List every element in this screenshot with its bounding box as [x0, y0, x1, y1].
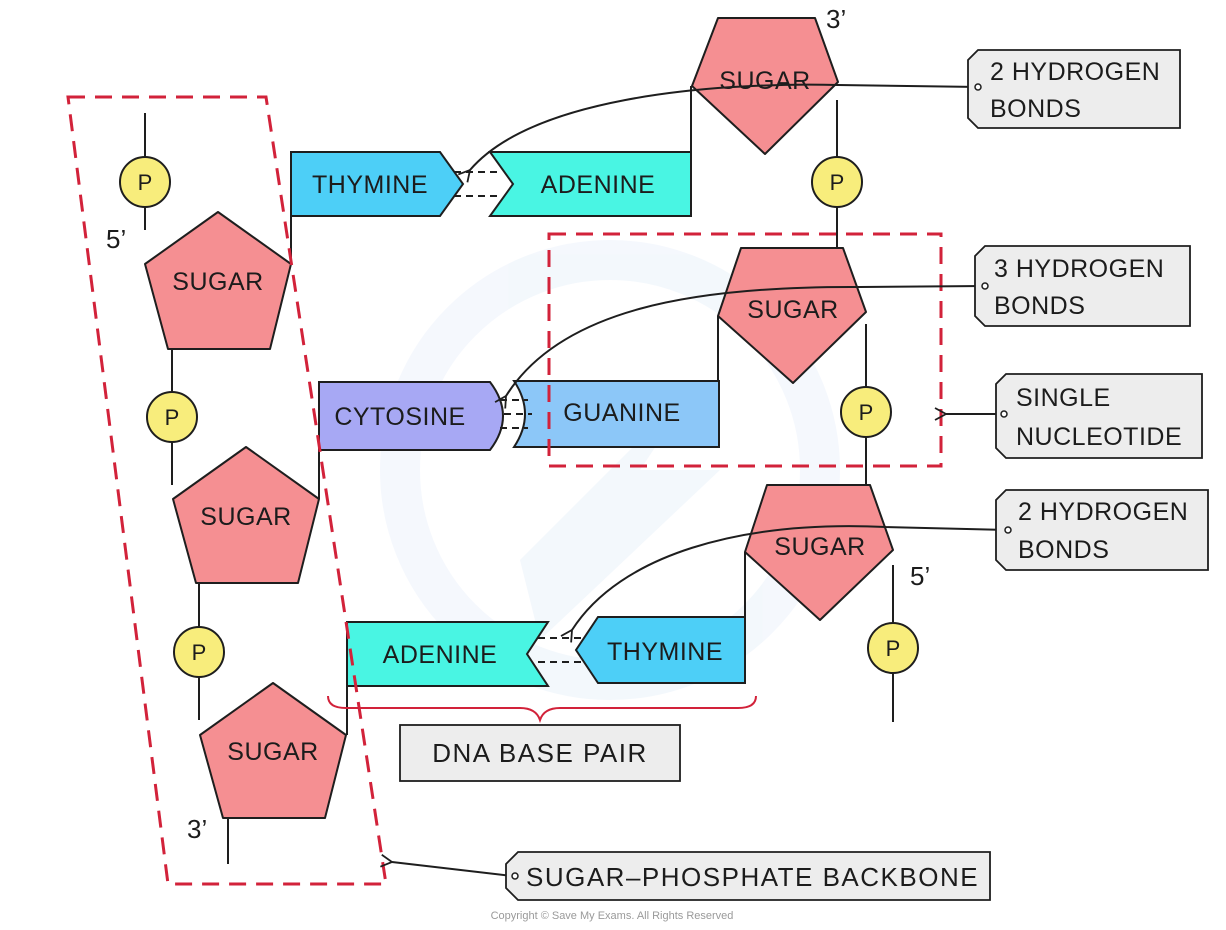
sugar-phosphate-backbone-label: SUGAR–PHOSPHATE BACKBONE — [526, 862, 979, 892]
copyright-notice: Copyright © Save My Exams. All Rights Re… — [491, 910, 734, 922]
thymine-base — [290, 151, 465, 217]
bonds-arrow — [560, 525, 1009, 643]
adenine-base — [488, 151, 692, 217]
sugar-label: SUGAR — [172, 268, 263, 296]
phosphate-group: P — [146, 391, 198, 443]
phosphate-group: P — [840, 386, 892, 438]
dna-base-pair-tag: DNA BASE PAIR — [399, 724, 681, 782]
hydrogen-bonds-line1: 2 HYDROGEN — [1018, 498, 1188, 526]
adenine-label: ADENINE — [383, 641, 498, 669]
adenine-label: ADENINE — [541, 171, 656, 199]
base-pair-thymine-adenine: THYMINE ADENINE — [290, 86, 692, 264]
nucleotide-highlight-frame — [547, 232, 943, 468]
base-pair-cytosine-guanine: CYTOSINE GUANINE — [318, 316, 720, 499]
hydrogen-bonds-tag: 2 HYDROGEN BONDS — [967, 49, 1181, 129]
sugar-pentagon: SUGAR — [744, 484, 894, 621]
phosphate-label: P — [138, 170, 153, 195]
hydrogen-bonds-line2: BONDS — [1018, 536, 1109, 564]
sugar-label: SUGAR — [227, 738, 318, 766]
base-pair-adenine-thymine: ADENINE THYMINE — [346, 552, 746, 735]
hydrogen-bonds-tag: 2 HYDROGEN BONDS — [995, 489, 1209, 571]
phosphate-label: P — [165, 405, 180, 430]
thymine-label: THYMINE — [607, 638, 723, 666]
hydrogen-bonds-line2: BONDS — [990, 95, 1081, 123]
single-nucleotide-line1: SINGLE — [1016, 384, 1111, 412]
sugar-label: SUGAR — [747, 296, 838, 324]
cytosine-base — [318, 381, 504, 451]
thymine-base — [574, 616, 746, 684]
three-prime-label: 3’ — [187, 814, 207, 844]
sugar-pentagon: SUGAR — [172, 446, 320, 584]
hydrogen-bonds-line2: BONDS — [994, 292, 1085, 320]
hydrogen-bonds-tag: 3 HYDROGEN BONDS — [974, 245, 1191, 327]
base-pair-brace — [327, 695, 757, 724]
phosphate-group: P — [867, 622, 919, 674]
thymine-label: THYMINE — [312, 171, 428, 199]
single-nucleotide-line2: NUCLEOTIDE — [1016, 423, 1182, 451]
phosphate-label: P — [859, 400, 874, 425]
five-prime-label: 5’ — [106, 224, 126, 254]
sugar-pentagon: SUGAR — [717, 247, 867, 384]
phosphate-label: P — [830, 170, 845, 195]
bonds-arrow — [494, 285, 986, 409]
phosphate-label: P — [192, 640, 207, 665]
sugar-label: SUGAR — [774, 533, 865, 561]
hydrogen-bonds-line1: 3 HYDROGEN — [994, 255, 1164, 283]
five-prime-label: 5’ — [910, 561, 930, 591]
three-prime-label: 3’ — [826, 4, 846, 34]
left-backbone — [144, 113, 229, 864]
sugar-pentagon: SUGAR — [144, 211, 292, 350]
phosphate-group: P — [119, 156, 171, 208]
sugar-phosphate-backbone-tag: SUGAR–PHOSPHATE BACKBONE — [505, 851, 991, 901]
phosphate-label: P — [886, 636, 901, 661]
single-nucleotide-tag: SINGLE NUCLEOTIDE — [995, 373, 1203, 459]
backbone-arrow — [380, 854, 513, 877]
right-backbone — [836, 100, 894, 722]
guanine-label: GUANINE — [563, 399, 680, 427]
bonds-arrow — [457, 83, 981, 183]
guanine-base — [512, 380, 720, 448]
sugar-label: SUGAR — [719, 67, 810, 95]
sugar-pentagon: SUGAR — [199, 682, 347, 819]
phosphate-group: P — [811, 156, 863, 208]
cytosine-label: CYTOSINE — [334, 403, 465, 431]
sugar-label: SUGAR — [200, 503, 291, 531]
hydrogen-bonds-line1: 2 HYDROGEN — [990, 58, 1160, 86]
adenine-base — [346, 621, 550, 687]
dna-base-pair-label: DNA BASE PAIR — [432, 738, 648, 768]
phosphate-group: P — [173, 626, 225, 678]
